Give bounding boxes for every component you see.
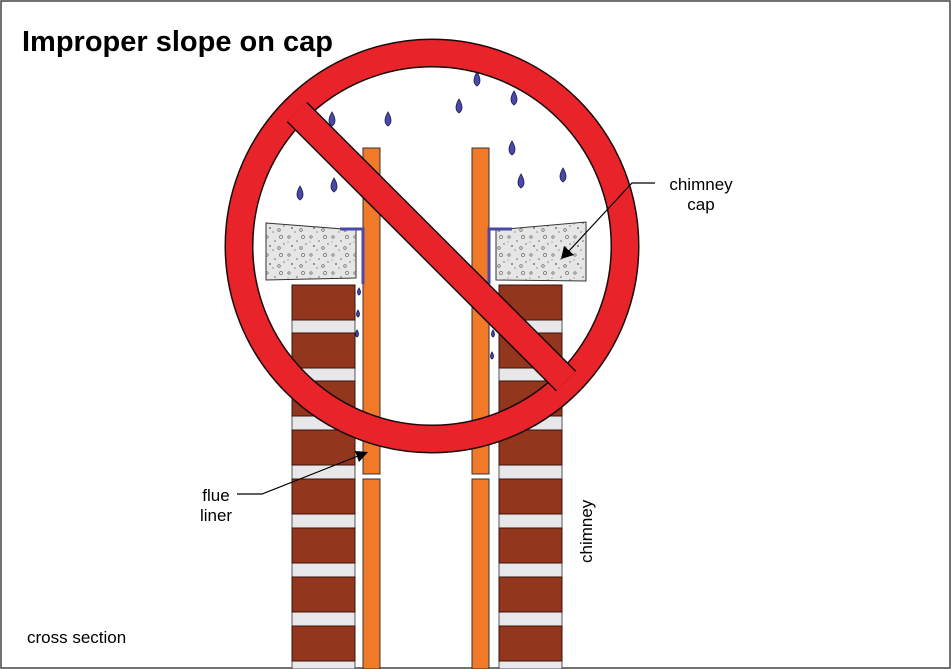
chimney-label: chimney: [577, 499, 596, 563]
flue-liner-left: [362, 147, 381, 669]
flue-liner-label-line2: liner: [200, 506, 232, 525]
chimney-cap-callout: chimney cap: [561, 175, 733, 259]
water-drop-icon: [357, 287, 361, 296]
chimney-cap-label-line2: cap: [687, 195, 714, 214]
water-drops: [296, 71, 567, 360]
diagram-title: Improper slope on cap: [22, 26, 333, 58]
water-drop-icon: [328, 111, 336, 127]
flue-liner-label-line1: flue: [202, 486, 229, 505]
arrowhead-icon: [561, 246, 574, 259]
flue-liner-callout: flue liner: [200, 451, 368, 525]
water-drop-icon: [490, 351, 494, 360]
water-drop-icon: [510, 90, 518, 106]
water-drop-icon: [356, 309, 360, 318]
arrowhead-icon: [355, 451, 368, 462]
water-drop-icon: [296, 185, 304, 201]
water-drop-icon: [491, 329, 495, 338]
water-drop-icon: [559, 167, 567, 183]
flue-liner-right: [471, 147, 490, 669]
chimney-cap-right: [487, 221, 587, 284]
chimney-cap-left: [265, 222, 365, 284]
chimney-cap-label-line1: chimney: [669, 175, 733, 194]
prohibition-sign-icon: [224, 38, 640, 454]
water-drop-icon: [473, 71, 481, 87]
water-drop-icon: [455, 98, 463, 114]
left-brick-column: [291, 284, 356, 669]
water-drop-icon: [355, 329, 359, 338]
water-drop-icon: [384, 111, 392, 127]
cross-section-label: cross section: [27, 628, 126, 647]
water-drop-icon: [517, 173, 525, 189]
water-drop-icon: [330, 177, 338, 193]
water-drop-icon: [508, 140, 516, 156]
